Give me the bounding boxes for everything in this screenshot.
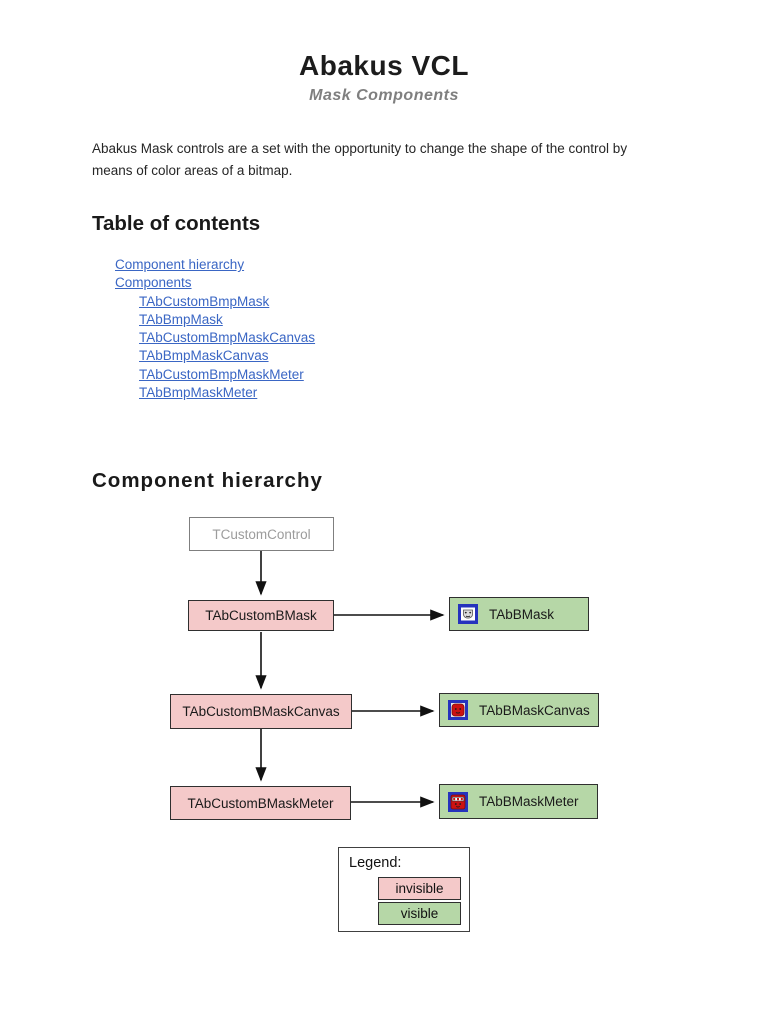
toc-link-tabcustombmpmask[interactable]: TAbCustomBmpMask <box>139 293 270 309</box>
toc-link-tabcustombmpmaskmeter[interactable]: TAbCustomBmpMaskMeter <box>139 366 304 382</box>
toc-heading: Table of contents <box>92 212 261 235</box>
node-label: TCustomControl <box>212 526 311 542</box>
tabcustombmask-node: TAbCustomBMask <box>188 600 334 631</box>
tabcustombmaskmeter-node: TAbCustomBMaskMeter <box>170 786 351 820</box>
toc-item: Components <box>115 274 315 292</box>
toc-link-components[interactable]: Components <box>115 275 192 291</box>
hierarchy-heading: Component hierarchy <box>92 469 323 492</box>
node-label: TAbBMaskCanvas <box>479 702 590 718</box>
tcustomcontrol-node: TCustomControl <box>189 517 334 551</box>
tabbmaskmeter-node: TAbBMaskMeter <box>439 784 598 819</box>
toc-link-component-hierarchy[interactable]: Component hierarchy <box>115 257 245 272</box>
node-label: TAbCustomBMaskMeter <box>187 795 334 811</box>
table-of-contents: Component hierarchy Components TAbCustom… <box>115 256 315 402</box>
page-title: Abakus VCL <box>299 50 469 81</box>
bitmap-mask-icon <box>458 604 478 624</box>
toc-item: TAbCustomBmpMask <box>115 293 315 311</box>
legend-visible-swatch: visible <box>378 902 461 925</box>
legend-invisible-label: invisible <box>395 881 444 896</box>
node-label: TAbBMaskMeter <box>479 794 579 809</box>
toc-item: TAbCustomBmpMaskCanvas <box>115 329 315 347</box>
toc-item: TAbCustomBmpMaskMeter <box>115 366 315 384</box>
bitmap-mask-meter-icon <box>448 791 468 812</box>
toc-link-tabbmpmaskcanvas[interactable]: TAbBmpMaskCanvas <box>139 348 269 364</box>
node-label: TAbCustomBMaskCanvas <box>182 704 340 719</box>
intro-paragraph: Abakus Mask controls are a set with the … <box>92 141 628 178</box>
legend-invisible-swatch: invisible <box>378 877 461 900</box>
toc-link-tabbmpmask[interactable]: TAbBmpMask <box>139 311 223 327</box>
tabbmaskcanvas-node: TAbBMaskCanvas <box>439 693 599 727</box>
legend-title: Legend: <box>349 855 402 871</box>
toc-link-tabcustombmpmaskcanvas[interactable]: TAbCustomBmpMaskCanvas <box>139 330 316 346</box>
tabbmask-node: TAbBMask <box>449 597 589 631</box>
node-label: TAbCustomBMask <box>205 608 317 623</box>
bitmap-mask-canvas-icon <box>448 700 468 720</box>
legend-box: Legend: invisible visible <box>338 847 470 932</box>
node-label: TAbBMask <box>489 606 555 622</box>
page-subtitle: Mask Components <box>309 87 459 104</box>
toc-item: TAbBmpMask <box>115 311 315 329</box>
toc-item: TAbBmpMaskCanvas <box>115 347 315 365</box>
toc-item: Component hierarchy <box>115 256 315 274</box>
toc-item: TAbBmpMaskMeter <box>115 384 315 402</box>
tabcustombmaskcanvas-node: TAbCustomBMaskCanvas <box>170 694 352 729</box>
toc-link-tabbmpmaskmeter[interactable]: TAbBmpMaskMeter <box>139 385 258 401</box>
legend-visible-label: visible <box>400 906 439 921</box>
